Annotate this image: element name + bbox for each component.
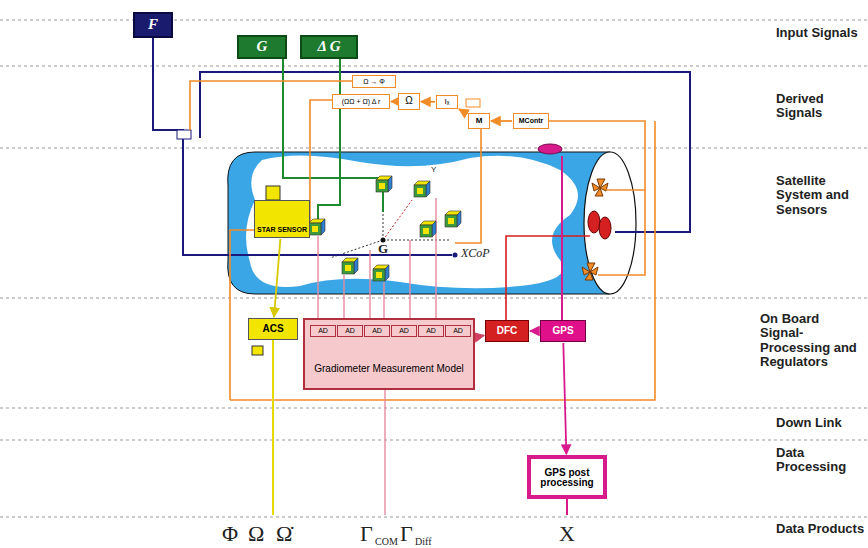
accelerometer-cube: [376, 176, 392, 192]
ad-box: AD: [337, 325, 363, 337]
band-label: Data Products: [776, 522, 866, 536]
accelerometer-cube: [445, 211, 461, 227]
signal-connector: [459, 109, 467, 114]
derived-box: M: [468, 113, 490, 129]
ad-box: AD: [364, 325, 390, 337]
signal-connector: [421, 101, 435, 103]
data-product: Ω̇: [276, 522, 292, 546]
signal-connector: [563, 343, 566, 454]
data-product: X: [559, 522, 575, 546]
node-text: AD: [399, 327, 409, 334]
band-label: Input Signals: [776, 26, 866, 40]
signal-connector: [491, 120, 512, 122]
processing-box: GPS post processing: [527, 455, 607, 499]
node-text: G: [257, 39, 268, 55]
signal-connector: [476, 335, 484, 337]
node-text: F: [148, 17, 158, 33]
node-text: Iₓ: [445, 98, 450, 106]
derived-box: Ω → Φ: [352, 75, 396, 88]
node-text: ACS: [262, 324, 283, 335]
band-label: Down Link: [776, 416, 866, 430]
derived-box: (ΩΩ + Ω̇) Δ r: [332, 94, 390, 109]
band-label: Data Processing: [776, 446, 866, 475]
node-text: Ω → Φ: [363, 78, 385, 85]
sensor-label: G: [378, 242, 388, 256]
signal-connector: [391, 101, 397, 103]
data-product: Φ: [222, 522, 238, 546]
node-text: AD: [426, 327, 436, 334]
node-text: AD: [372, 327, 382, 334]
data-product: Ω: [248, 522, 264, 546]
node-text: MContr: [519, 117, 544, 124]
node-text: GPS: [552, 326, 573, 337]
sensor-label: Y: [431, 166, 436, 175]
node-text: AD: [345, 327, 355, 334]
input-box: F: [133, 12, 173, 38]
node-text: M: [476, 117, 483, 125]
accelerometer-cube: [420, 221, 436, 237]
input-box: G: [237, 35, 287, 59]
ad-box: AD: [391, 325, 417, 337]
input-box: Δ G: [300, 35, 358, 59]
node-text: STAR SENSOR: [257, 226, 307, 233]
node-text: GPS post processing: [537, 468, 597, 489]
data-product: COM: [375, 536, 398, 547]
regulator-box: DFC: [485, 320, 529, 342]
band-label: Satellite System and Sensors: [776, 174, 866, 217]
ad-box: AD: [310, 325, 336, 337]
node-text: DFC: [497, 326, 518, 337]
node-text: Gradiometer Measurement Model: [314, 364, 464, 375]
data-product: Γ: [360, 522, 373, 546]
node-text: AD: [318, 327, 328, 334]
accelerometer-cube: [309, 219, 325, 235]
node-text: Ω: [405, 96, 412, 107]
node-text: Δ G: [317, 39, 340, 55]
derived-box: Ω: [398, 93, 420, 110]
sensor-label: XCoP: [460, 247, 491, 260]
gradiometer-box: Gradiometer Measurement Model AD AD AD AD AD A…: [303, 318, 475, 390]
accelerometer-cube: [342, 258, 358, 274]
node-text: (ΩΩ + Ω̇) Δ r: [342, 98, 380, 105]
accelerometer-cube: [414, 181, 430, 197]
ad-box: AD: [445, 325, 471, 337]
derived-box: Iₓ: [436, 95, 458, 109]
node-text: AD: [453, 327, 463, 334]
derived-box: MContr: [513, 113, 549, 129]
data-product: Diff: [415, 536, 431, 547]
data-product: Γ: [400, 522, 413, 546]
regulator-box: ACS: [248, 318, 298, 340]
sensor-box: STAR SENSOR: [254, 200, 310, 238]
accelerometer-cube: [373, 265, 389, 281]
ad-box: AD: [418, 325, 444, 337]
signal-connector: [274, 239, 280, 317]
receiver-box: GPS: [540, 320, 586, 342]
band-label: Derived Signals: [776, 92, 866, 121]
band-label: On Board Signal-Processing and Regulator…: [760, 312, 865, 369]
signal-connector: [530, 330, 539, 332]
